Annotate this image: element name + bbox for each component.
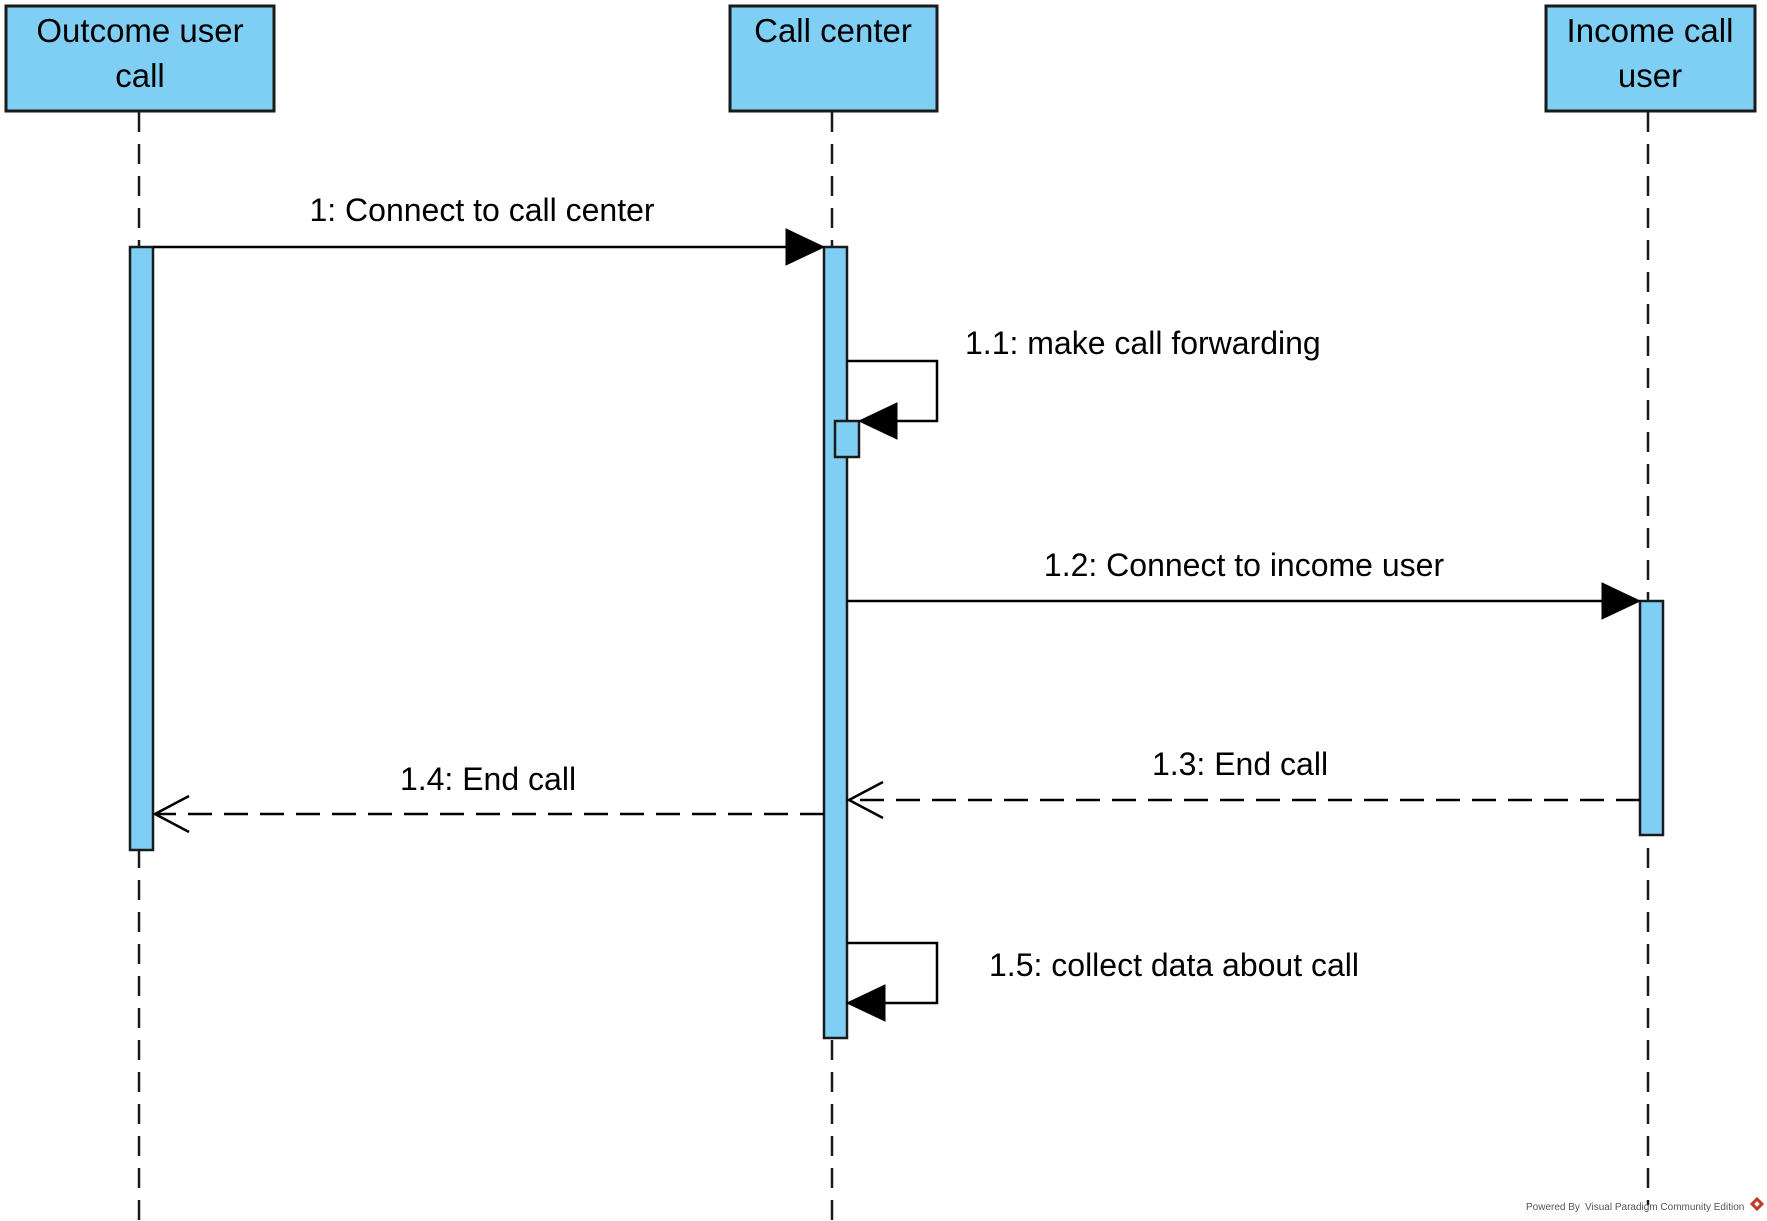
lifeline-outcome-label-line2: call bbox=[115, 57, 165, 94]
message-1-3[interactable]: 1.3: End call bbox=[846, 746, 1640, 820]
message-1-5-line[interactable] bbox=[847, 941, 939, 1005]
watermark-product: Visual Paradigm Community Edition bbox=[1585, 1202, 1744, 1213]
message-1-label: 1: Connect to call center bbox=[309, 192, 654, 228]
lifeline-outcome-box[interactable] bbox=[4, 4, 276, 113]
watermark-prefix: Powered By bbox=[1526, 1202, 1580, 1213]
lifeline-callcenter-box[interactable] bbox=[728, 4, 939, 113]
lifeline-outcome[interactable]: Outcome user call bbox=[4, 4, 276, 113]
lifeline-income-box[interactable] bbox=[1544, 4, 1757, 113]
message-1-3-arrowhead bbox=[846, 780, 884, 820]
message-1-4-arrowhead bbox=[152, 794, 190, 834]
message-1-2-label: 1.2: Connect to income user bbox=[1044, 547, 1445, 583]
message-1-5-label: 1.5: collect data about call bbox=[989, 947, 1359, 983]
message-1-1-arrowhead bbox=[857, 402, 898, 440]
activation-callcenter[interactable] bbox=[822, 245, 849, 1040]
activation-outcome[interactable] bbox=[128, 245, 155, 852]
visual-paradigm-logo-icon bbox=[1749, 1196, 1765, 1212]
message-1-5-arrowhead bbox=[845, 984, 886, 1022]
message-1-2[interactable]: 1.2: Connect to income user bbox=[847, 547, 1642, 620]
lifeline-callcenter[interactable]: Call center bbox=[728, 4, 939, 113]
activation-income[interactable] bbox=[1638, 599, 1665, 837]
lifeline-income[interactable]: Income call user bbox=[1544, 4, 1757, 113]
lifeline-callcenter-label: Call center bbox=[754, 12, 912, 49]
message-1-4[interactable]: 1.4: End call bbox=[152, 761, 824, 834]
lifeline-income-label-line2: user bbox=[1618, 57, 1682, 94]
lifeline-income-label-line1: Income call bbox=[1567, 12, 1734, 49]
message-1-2-arrowhead bbox=[1601, 582, 1642, 620]
lifeline-outcome-label-line1: Outcome user bbox=[36, 12, 243, 49]
message-1-1-line[interactable] bbox=[847, 359, 939, 423]
message-1-arrowhead bbox=[785, 228, 826, 266]
message-1-1[interactable]: 1.1: make call forwarding bbox=[847, 325, 1321, 440]
watermark: Powered By Visual Paradigm Community Edi… bbox=[1526, 1196, 1765, 1213]
message-1-4-label: 1.4: End call bbox=[400, 761, 576, 797]
message-1-5[interactable]: 1.5: collect data about call bbox=[845, 941, 1359, 1022]
message-1[interactable]: 1: Connect to call center bbox=[153, 192, 826, 266]
message-1-1-label: 1.1: make call forwarding bbox=[965, 325, 1321, 361]
activation-callcenter-nested[interactable] bbox=[833, 419, 861, 459]
message-1-3-label: 1.3: End call bbox=[1152, 746, 1328, 782]
